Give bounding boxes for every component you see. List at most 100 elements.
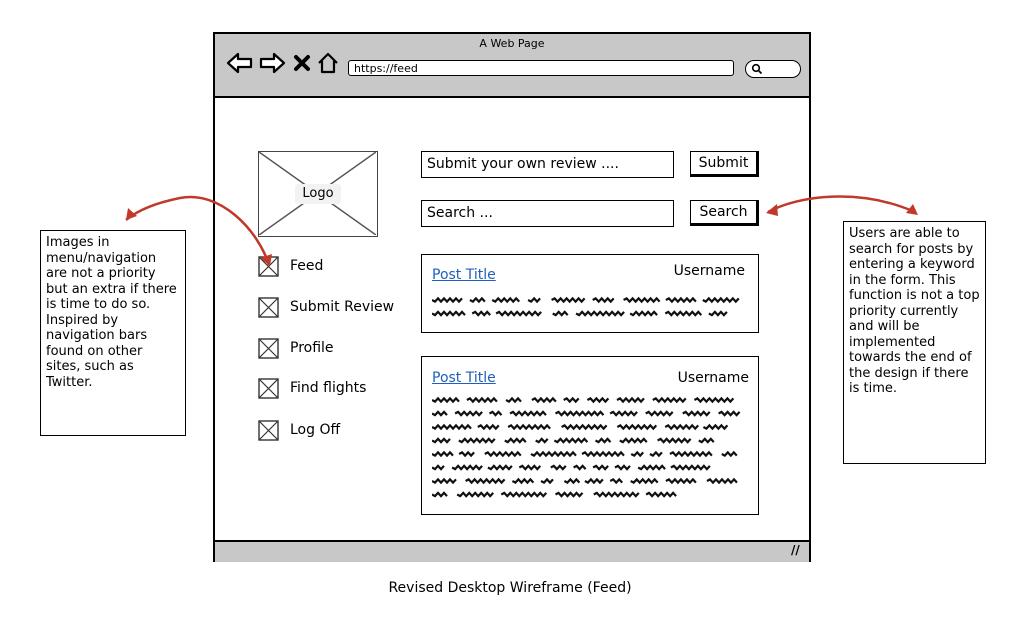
placeholder-word [469, 296, 486, 304]
placeholder-word [706, 477, 738, 485]
search-icon [751, 63, 763, 75]
placeholder-word [465, 477, 506, 485]
placeholder-word [554, 491, 584, 498]
sidebar-item-submit-review[interactable]: Submit Review [258, 295, 394, 319]
placeholder-word [554, 410, 605, 417]
placeholder-word [454, 410, 483, 417]
annotation-note-right: Users are able to search for posts by en… [843, 221, 986, 464]
sidebar-item-log-off[interactable]: Log Off [258, 418, 340, 442]
post-body-placeholder [432, 396, 741, 498]
placeholder-word [616, 396, 645, 404]
placeholder-word [488, 410, 503, 417]
placeholder-word [563, 477, 581, 485]
image-placeholder-icon [258, 337, 279, 359]
sidebar-item-label: Feed [290, 258, 324, 274]
post-username: Username [673, 263, 745, 279]
placeholder-word [575, 310, 625, 317]
placeholder-word [693, 396, 735, 404]
arrowhead-right-end [906, 204, 918, 215]
placeholder-word [645, 410, 674, 417]
placeholder-word [500, 491, 548, 498]
placeholder-word [552, 310, 569, 317]
post-username: Username [677, 370, 749, 386]
placeholder-word [540, 477, 554, 485]
placeholder-word [432, 464, 445, 471]
image-placeholder-icon [258, 296, 279, 318]
placeholder-word [530, 450, 577, 458]
forward-arrow-icon[interactable] [257, 50, 287, 76]
placeholder-word [531, 396, 557, 404]
sidebar-item-label: Profile [290, 340, 334, 356]
search-button[interactable]: Search [690, 200, 759, 226]
back-arrow-icon[interactable] [225, 50, 255, 76]
sidebar-item-label: Submit Review [290, 299, 395, 315]
placeholder-word [718, 410, 741, 417]
placeholder-word [484, 450, 522, 458]
placeholder-word [630, 477, 659, 485]
placeholder-word [665, 296, 697, 304]
placeholder-word [491, 296, 521, 304]
post-title-link[interactable]: Post Title [432, 267, 496, 283]
placeholder-word [619, 437, 648, 444]
placeholder-word [586, 396, 610, 404]
placeholder-word [495, 310, 542, 317]
search-input[interactable]: Search ... [421, 200, 674, 227]
placeholder-word [702, 423, 729, 431]
placeholder-word [527, 296, 541, 304]
placeholder-word [553, 437, 589, 444]
arrowhead-left-start [126, 208, 137, 220]
image-placeholder-icon [258, 419, 279, 441]
placeholder-word [637, 464, 666, 471]
placeholder-word [466, 396, 498, 404]
review-input[interactable]: Submit your own review .... [421, 151, 674, 178]
sidebar-item-profile[interactable]: Profile [258, 336, 334, 360]
browser-status-bar [215, 540, 809, 562]
placeholder-word [504, 437, 527, 444]
post-card: Post Title Username [421, 356, 759, 515]
close-icon[interactable] [291, 50, 313, 76]
placeholder-word [563, 396, 580, 404]
browser-search-box[interactable] [745, 60, 801, 78]
sidebar-item-find-flights[interactable]: Find flights [258, 376, 366, 400]
placeholder-word [511, 477, 535, 485]
placeholder-word [432, 410, 448, 417]
placeholder-word [665, 477, 697, 485]
placeholder-word [609, 410, 638, 417]
placeholder-word [458, 437, 496, 444]
post-card: Post Title Username [421, 254, 759, 333]
window-title: A Web Page [479, 37, 545, 50]
placeholder-word [584, 477, 604, 485]
placeholder-word [432, 437, 451, 444]
post-title-link[interactable]: Post Title [432, 370, 496, 386]
placeholder-word [645, 491, 677, 498]
placeholder-word [708, 310, 728, 317]
annotation-arrow-right [767, 195, 916, 214]
placeholder-word [535, 437, 549, 444]
arrowhead-left-end [260, 254, 272, 266]
placeholder-word [432, 396, 460, 404]
resize-grip-icon[interactable]: // [791, 543, 800, 557]
placeholder-word [458, 450, 475, 458]
placeholder-word [505, 396, 522, 404]
placeholder-word [669, 450, 713, 458]
arrowhead-right-start [766, 204, 778, 216]
placeholder-word [561, 423, 608, 431]
diagram-caption: Revised Desktop Wireframe (Feed) [388, 580, 632, 596]
placeholder-word [477, 423, 500, 431]
placeholder-word [432, 450, 454, 458]
placeholder-word [649, 450, 663, 458]
placeholder-word [698, 437, 715, 444]
placeholder-word [657, 437, 692, 444]
address-bar[interactable]: https://feed [348, 60, 734, 76]
placeholder-word [432, 423, 472, 431]
placeholder-word [550, 464, 567, 471]
placeholder-word [664, 310, 703, 317]
placeholder-word [702, 296, 740, 304]
post-body-placeholder [432, 296, 740, 317]
sidebar-item-label: Log Off [290, 422, 341, 438]
home-icon[interactable] [316, 50, 340, 76]
placeholder-word [616, 423, 658, 431]
placeholder-word [721, 450, 738, 458]
placeholder-word [581, 450, 625, 458]
submit-button[interactable]: Submit [690, 151, 759, 177]
